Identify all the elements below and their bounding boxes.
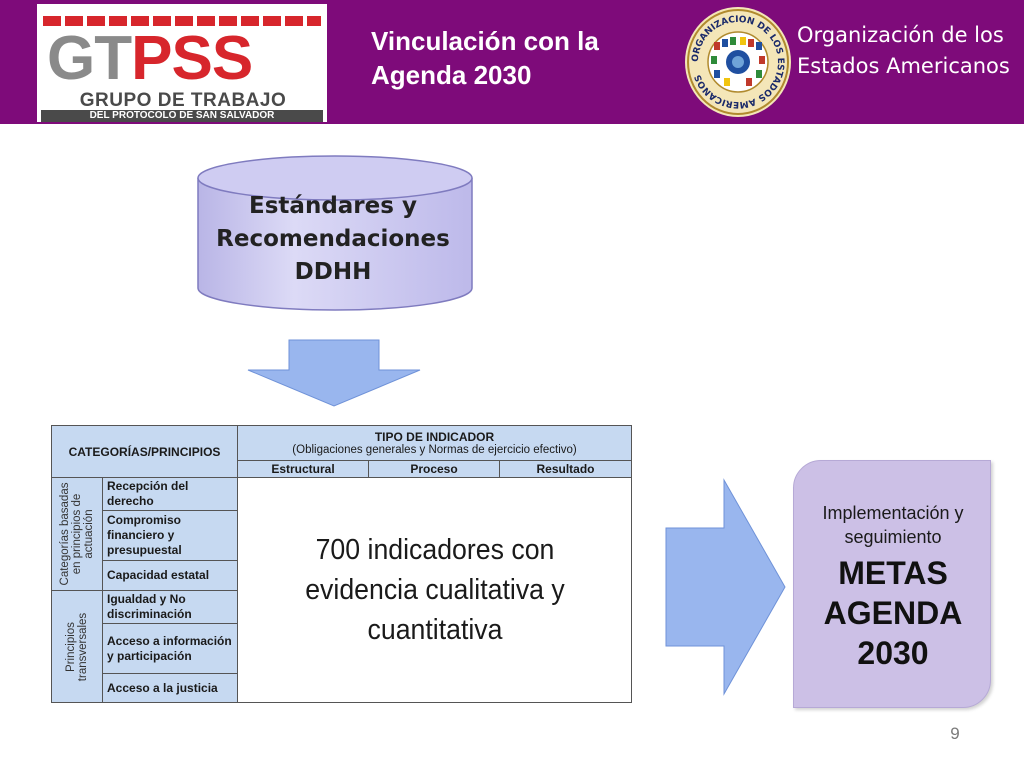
arrow-down-icon	[247, 339, 421, 407]
arrow-right-icon	[665, 478, 786, 696]
column-resultado: Resultado	[499, 460, 633, 478]
header-indicator-subtitle: (Obligaciones generales y Normas de ejer…	[292, 444, 577, 456]
header-indicator-title: TIPO DE INDICADOR	[374, 430, 495, 444]
row-acceso-informacion: Acceso a información y participación	[101, 623, 239, 674]
group-principios-actuacion: Categorías basadas en principios de actu…	[51, 477, 103, 591]
row-recepcion: Recepción del derecho	[101, 477, 239, 511]
page-number: 9	[950, 724, 960, 743]
logo-wordmark: GTPSS	[47, 28, 253, 90]
row-acceso-justicia: Acceso a la justicia	[101, 673, 239, 703]
indicator-table: CATEGORÍAS/PRINCIPIOS TIPO DE INDICADOR …	[50, 425, 633, 703]
row-compromiso: Compromiso financiero y presupuestal	[101, 510, 239, 561]
group2-label: Principios transversales	[65, 612, 89, 681]
meta-subtitle: Implementación y seguimiento	[822, 503, 964, 547]
logo-stripes	[43, 16, 321, 26]
logo-line2: DEL PROTOCOLO DE SAN SALVADOR	[41, 110, 323, 122]
page-title: Vinculación con la Agenda 2030	[371, 26, 599, 90]
org-name: Organización de los Estados Americanos	[797, 23, 1010, 78]
header-categories: CATEGORÍAS/PRINCIPIOS	[50, 425, 239, 478]
logo-line1: GRUPO DE TRABAJO	[79, 90, 287, 111]
logo-pss: PSS	[131, 24, 253, 93]
group1-label: Categorías basadas en principios de actu…	[59, 482, 95, 586]
database-cylinder	[197, 155, 473, 311]
metas-agenda-box: Implementación y seguimiento METAS AGEND…	[793, 460, 991, 708]
meta-title: METAS AGENDA 2030	[823, 555, 963, 671]
column-estructural: Estructural	[237, 460, 370, 478]
row-capacidad: Capacidad estatal	[101, 560, 239, 591]
indicators-summary: 700 indicadores con evidencia cualitativ…	[252, 477, 617, 703]
logo-gt: GT	[47, 24, 132, 93]
header-indicator-type: TIPO DE INDICADOR (Obligaciones generale…	[237, 425, 633, 461]
column-proceso: Proceso	[368, 460, 501, 478]
group-principios-transversales: Principios transversales	[51, 590, 103, 703]
header-bar: GTPSS GRUPO DE TRABAJO DEL PROTOCOLO DE …	[0, 0, 1024, 124]
cylinder-label: Estándares y Recomendaciones DDHH	[216, 193, 450, 285]
gtpss-logo: GTPSS GRUPO DE TRABAJO DEL PROTOCOLO DE …	[37, 4, 327, 122]
oas-seal-icon: ORGANIZACION DE LOS ESTADOS AMERICANOS	[685, 7, 791, 117]
row-igualdad: Igualdad y No discriminación	[101, 590, 239, 624]
